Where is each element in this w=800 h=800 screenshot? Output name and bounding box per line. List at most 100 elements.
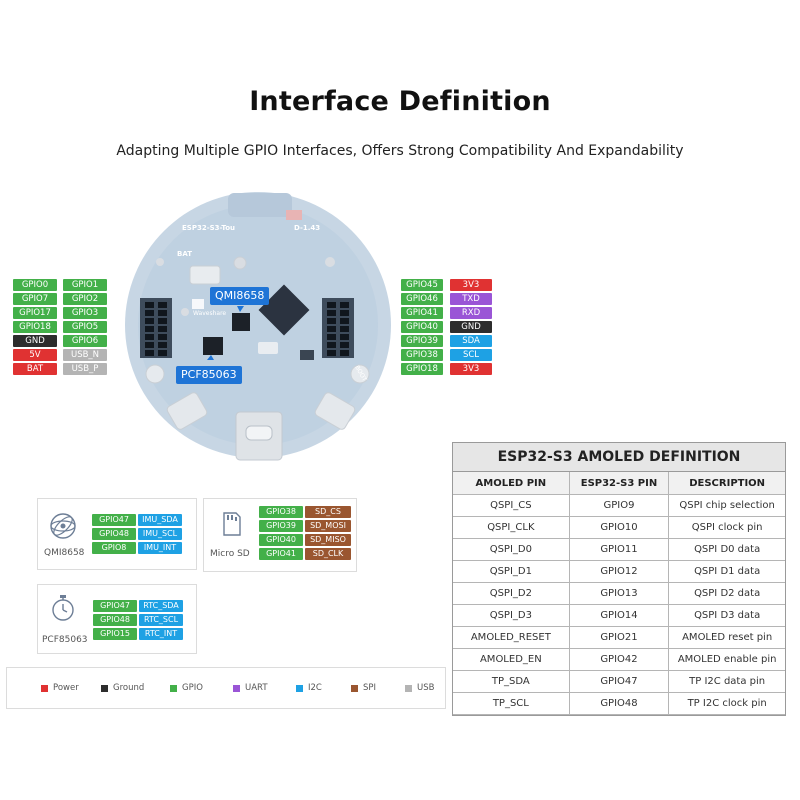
table-header: ESP32-S3 PIN bbox=[568, 472, 670, 495]
pcf85063-pin-label: RTC_INT bbox=[139, 628, 183, 640]
table-cell: GPIO13 bbox=[568, 582, 670, 605]
table-cell: TP_SDA bbox=[453, 670, 570, 693]
left-pin-label: GPIO7 bbox=[13, 293, 57, 305]
legend-swatch bbox=[170, 684, 177, 692]
legend-label: I2C bbox=[308, 683, 322, 693]
microsd-card-label: Micro SD bbox=[210, 549, 250, 559]
legend-swatch bbox=[233, 684, 240, 692]
pcf85063-pin-label: GPIO48 bbox=[93, 614, 137, 626]
right-pin-label: GPIO41 bbox=[401, 307, 443, 319]
table-cell: TP_SCL bbox=[453, 692, 570, 715]
table-cell: QSPI_D1 bbox=[453, 560, 570, 583]
table-header: AMOLED PIN bbox=[453, 472, 570, 495]
page-subtitle: Adapting Multiple GPIO Interfaces, Offer… bbox=[116, 143, 684, 159]
legend-label: UART bbox=[245, 683, 268, 693]
table-cell: GPIO11 bbox=[568, 538, 670, 561]
pcf85063-callout: PCF85063 bbox=[176, 366, 242, 384]
left-pin-label: GPIO2 bbox=[63, 293, 107, 305]
microsd-pin-label: SD_MOSI bbox=[305, 520, 351, 532]
table-cell: QSPI D1 data bbox=[668, 560, 785, 583]
right-pin-label: GPIO40 bbox=[401, 321, 443, 333]
legend-swatch bbox=[296, 684, 303, 692]
left-pin-label: GPIO3 bbox=[63, 307, 107, 319]
left-pin-label: GPIO18 bbox=[13, 321, 57, 333]
page-title: Interface Definition bbox=[249, 86, 551, 117]
board-silkscreen-name: ESP32-S3-Tou bbox=[182, 224, 236, 232]
table-cell: GPIO42 bbox=[568, 648, 670, 671]
stopwatch-icon bbox=[52, 595, 74, 621]
table-cell: QSPI D0 data bbox=[668, 538, 785, 561]
table-cell: GPIO10 bbox=[568, 516, 670, 539]
table-cell: QSPI_D0 bbox=[453, 538, 570, 561]
qmi8658-pin-label: IMU_INT bbox=[138, 542, 182, 554]
pcf85063-pin-label: GPIO15 bbox=[93, 628, 137, 640]
microsd-pin-label: GPIO40 bbox=[259, 534, 303, 546]
table-cell: GPIO48 bbox=[568, 692, 670, 715]
table-cell: AMOLED enable pin bbox=[668, 648, 785, 671]
microsd-pin-label: SD_CLK bbox=[305, 548, 351, 560]
table-cell: TP I2C clock pin bbox=[668, 692, 785, 715]
left-pin-label: GPIO6 bbox=[63, 335, 107, 347]
left-pin-label: BAT bbox=[13, 363, 57, 375]
table-cell: QSPI D3 data bbox=[668, 604, 785, 627]
table-cell: QSPI chip selection bbox=[668, 494, 785, 517]
right-pin-label: GPIO45 bbox=[401, 279, 443, 291]
left-pin-label: GPIO0 bbox=[13, 279, 57, 291]
right-pin-label: SCL bbox=[450, 349, 492, 361]
table-cell: GPIO47 bbox=[568, 670, 670, 693]
table-cell: GPIO21 bbox=[568, 626, 670, 649]
qmi8658-callout: QMI8658 bbox=[210, 287, 270, 305]
right-pin-label: SDA bbox=[450, 335, 492, 347]
table-cell: QSPI D2 data bbox=[668, 582, 785, 605]
legend-item: Power bbox=[41, 683, 79, 693]
right-pin-label: GPIO18 bbox=[401, 363, 443, 375]
left-pin-label: GPIO5 bbox=[63, 321, 107, 333]
microsd-pin-label: GPIO39 bbox=[259, 520, 303, 532]
pcf85063-pin-label: GPIO47 bbox=[93, 600, 137, 612]
right-pin-label: TXD bbox=[450, 293, 492, 305]
table-cell: GPIO14 bbox=[568, 604, 670, 627]
amoled-definition-table: ESP32-S3 AMOLED DEFINITION AMOLED PIN ES… bbox=[452, 442, 786, 716]
legend-item: USB bbox=[405, 683, 434, 693]
table-cell: GPIO12 bbox=[568, 560, 670, 583]
right-pin-label: RXD bbox=[450, 307, 492, 319]
legend-label: SPI bbox=[363, 683, 377, 693]
board-brand: Waveshare bbox=[193, 310, 227, 317]
table-cell: QSPI_D2 bbox=[453, 582, 570, 605]
right-header bbox=[322, 298, 354, 358]
left-pin-label: GND bbox=[13, 335, 57, 347]
legend-item: Ground bbox=[101, 683, 144, 693]
table-cell: QSPI_CLK bbox=[453, 516, 570, 539]
legend-swatch bbox=[351, 684, 358, 692]
right-pin-label: 3V3 bbox=[450, 363, 492, 375]
legend-label: GPIO bbox=[182, 683, 203, 693]
table-cell: TP I2C data pin bbox=[668, 670, 785, 693]
legend-label: Ground bbox=[113, 683, 145, 693]
pcf85063-pin-label: RTC_SDA bbox=[139, 600, 183, 612]
board-bat-label: BAT bbox=[177, 250, 192, 258]
right-pin-label: GPIO46 bbox=[401, 293, 443, 305]
legend-label: USB bbox=[417, 683, 435, 693]
left-header bbox=[140, 298, 172, 358]
table-cell: QSPI clock pin bbox=[668, 516, 785, 539]
legend-label: Power bbox=[53, 683, 79, 693]
left-pin-label: 5V bbox=[13, 349, 57, 361]
right-pin-label: 3V3 bbox=[450, 279, 492, 291]
microsd-pin-label: GPIO41 bbox=[259, 548, 303, 560]
legend-swatch bbox=[41, 684, 48, 692]
right-pin-label: GPIO38 bbox=[401, 349, 443, 361]
